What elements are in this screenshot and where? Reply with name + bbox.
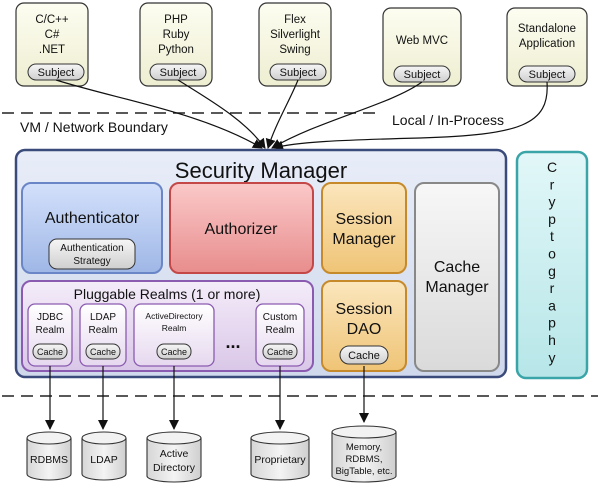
cryptography-letter: C [547, 159, 557, 175]
realm-label-line: Realm [162, 323, 187, 333]
pluggable-realms-box: Pluggable Realms (1 or more) JDBC Realm … [21, 280, 314, 372]
cryptography-letter: y [549, 349, 556, 365]
cache-manager-line: Cache [434, 259, 480, 276]
session-manager-box: Session Manager [321, 182, 407, 274]
session-manager-line: Manager [332, 231, 396, 248]
client-label-line: PHP [164, 14, 188, 26]
datastore-label-line: Directory [153, 462, 196, 474]
realm-label-line: Realm [89, 325, 118, 336]
client-arrows [55, 79, 548, 151]
subject-label: Subject [38, 67, 75, 79]
client-web-mvc: Web MVC Subject [382, 7, 462, 87]
session-dao-box: Session DAO Cache [321, 280, 407, 372]
client-label-line: Silverlight [270, 29, 321, 41]
datastore-label-line: Memory, [346, 442, 382, 453]
security-manager-title: Security Manager [175, 158, 347, 183]
client-label-line: Ruby [163, 29, 190, 41]
datastore-memory: Memory, RDBMS, BigTable, etc. [331, 425, 397, 483]
authenticator-title: Authenticator [45, 210, 140, 227]
session-dao-cache-label: Cache [348, 350, 380, 362]
client-label-line: Application [519, 38, 575, 50]
client-label-line: .NET [39, 44, 65, 56]
realm-cache-label: Cache [161, 347, 187, 357]
cryptography-letter: p [548, 315, 556, 331]
client-label-line: Web MVC [396, 35, 448, 47]
client-flex: Flex Silverlight Swing Subject [258, 2, 332, 87]
authenticator-box: Authenticator Authentication Strategy [21, 182, 163, 274]
subject-label: Subject [160, 67, 197, 79]
realm-label-line: JDBC [37, 312, 63, 323]
realm-cache-label: Cache [37, 347, 63, 357]
authorizer-title: Authorizer [205, 221, 279, 238]
cache-manager-box: Cache Manager [414, 182, 500, 372]
arrow-client-standalone [273, 81, 548, 151]
arrow-client-web-mvc [271, 81, 423, 149]
datastore-label-line: RDBMS [30, 454, 68, 466]
cryptography-letter: p [548, 211, 556, 227]
client-label-line: Python [158, 44, 194, 56]
datastore-rdbms: RDBMS [26, 431, 72, 481]
datastore-label-line: Active [160, 448, 189, 460]
arrow-client-flex [265, 79, 299, 149]
datastore-arrows [45, 366, 369, 430]
realm-cache-label: Cache [267, 347, 293, 357]
client-standalone: Standalone Application Subject [506, 7, 588, 87]
cryptography-letter: t [550, 228, 554, 244]
session-manager-line: Session [336, 211, 393, 228]
client-cpp: C/C++ C# .NET Subject [15, 2, 89, 87]
realm-label-line: Realm [266, 325, 295, 336]
cache-manager-line: Manager [425, 279, 489, 296]
client-label-line: Standalone [518, 23, 576, 35]
realm-label-line: LDAP [90, 312, 116, 323]
authentication-strategy-line: Strategy [73, 256, 110, 267]
client-label-line: C/C++ [35, 14, 69, 26]
datastore-label-line: Proprietary [254, 454, 306, 466]
realm-custom: Custom Realm Cache [255, 303, 305, 367]
realm-jdbc: JDBC Realm Cache [27, 303, 73, 367]
cryptography-letter: r [550, 280, 555, 296]
client-php: PHP Ruby Python Subject [139, 2, 213, 87]
datastore-ldap: LDAP [81, 431, 127, 481]
realms-ellipsis: ... [225, 332, 240, 352]
client-label-line: Flex [284, 14, 306, 26]
datastore-label-line: LDAP [90, 454, 117, 466]
cryptography-letter: a [548, 297, 556, 313]
subject-label: Subject [280, 67, 317, 79]
cryptography-letter: g [548, 263, 556, 279]
session-dao-line: Session [336, 301, 393, 318]
pluggable-realms-title: Pluggable Realms (1 or more) [74, 286, 261, 302]
arrow-client-cpp [55, 79, 263, 149]
datastore-label-line: BigTable, etc. [335, 466, 392, 477]
cryptography-letter: r [550, 176, 555, 192]
session-dao-line: DAO [347, 321, 382, 338]
authorizer-box: Authorizer [169, 182, 314, 274]
arrow-client-php [177, 79, 266, 149]
cryptography-letter: o [548, 246, 556, 262]
datastore-proprietary: Proprietary [250, 431, 310, 481]
realm-label-line: ActiveDirectory [145, 311, 203, 321]
cryptography-letter: h [548, 332, 556, 348]
realm-ldap: LDAP Realm Cache [79, 303, 127, 367]
subject-label: Subject [529, 69, 566, 81]
client-label-line: Swing [279, 44, 310, 56]
datastore-label-line: RDBMS, [346, 454, 383, 465]
datastore-active-directory: Active Directory [146, 431, 202, 483]
authentication-strategy-line: Authentication [60, 243, 123, 254]
realm-active-directory: ActiveDirectory Realm Cache [133, 303, 215, 367]
subject-label: Subject [404, 69, 441, 81]
client-label-line: C# [45, 29, 60, 41]
realm-label-line: Custom [263, 312, 297, 323]
realm-cache-label: Cache [90, 347, 116, 357]
realm-label-line: Realm [36, 325, 65, 336]
cryptography-letter: y [549, 194, 556, 210]
vm-boundary-label: VM / Network Boundary [20, 119, 168, 135]
local-process-label: Local / In-Process [392, 112, 504, 128]
